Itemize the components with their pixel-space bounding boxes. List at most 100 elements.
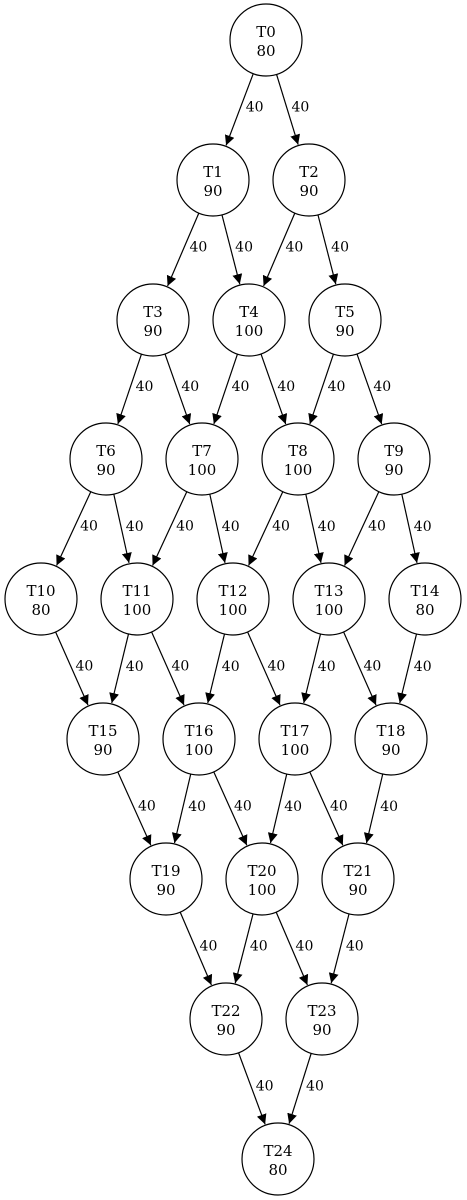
edge-T11-T16: 40 (151, 631, 189, 706)
edge-arrow (56, 491, 92, 566)
edge-arrow (397, 633, 418, 704)
edge-T14-T18: 40 (397, 633, 432, 704)
node-weight: 100 (284, 461, 313, 479)
node-circle (258, 702, 332, 776)
edge-T12-T17: 40 (247, 631, 285, 706)
edge-T2-T5: 40 (317, 214, 349, 285)
node-weight: 100 (123, 601, 152, 619)
edge-arrow (317, 214, 339, 285)
node-weight: 80 (256, 42, 275, 60)
edge-arrow (275, 911, 309, 986)
node-weight: 90 (216, 1021, 235, 1039)
node-name: T10 (26, 582, 55, 600)
node-name: T24 (263, 1142, 292, 1160)
node-name: T1 (203, 163, 223, 181)
edge-T0-T2: 40 (275, 74, 309, 145)
edge-arrow (237, 1052, 267, 1125)
edge-label: 40 (250, 939, 268, 955)
edge-T6-T10: 40 (56, 491, 98, 566)
node-name: T14 (410, 582, 439, 600)
node-weight: 100 (315, 601, 344, 619)
edge-T0-T1: 40 (224, 73, 264, 146)
edge-T17-T21: 40 (309, 771, 348, 846)
edge-arrow (301, 633, 322, 704)
node-name: T11 (122, 582, 151, 600)
edge-label: 40 (306, 1079, 324, 1095)
node-name: T2 (299, 163, 319, 181)
edge-T16-T19: 40 (171, 773, 206, 844)
edge-T7-T12: 40 (209, 494, 240, 564)
node-weight: 100 (235, 322, 264, 340)
node-name: T4 (239, 303, 259, 321)
edge-label: 40 (414, 659, 432, 675)
edge-arrow (267, 773, 288, 844)
node-weight: 90 (384, 461, 403, 479)
node-circle (100, 562, 174, 636)
edge-label: 40 (318, 519, 336, 535)
node-name: T18 (376, 722, 405, 740)
edge-arrow (151, 631, 185, 706)
edge-T17-T20: 40 (267, 773, 302, 844)
edge-T15-T19: 40 (117, 771, 156, 846)
node-circle (285, 982, 359, 1056)
node-name: T9 (384, 442, 404, 460)
edge-T7-T11: 40 (152, 491, 194, 566)
edge-label: 40 (126, 519, 144, 535)
node-circle (357, 422, 431, 496)
edge-T13-T17: 40 (301, 633, 336, 704)
edge-label: 40 (256, 1079, 274, 1095)
edge-arrow (260, 353, 288, 425)
edge-T10-T15: 40 (55, 631, 93, 706)
edge-label: 40 (373, 379, 391, 395)
node-weight: 100 (188, 461, 217, 479)
edge-arrow (164, 353, 192, 425)
edge-arrow (309, 771, 344, 846)
edge-label: 40 (126, 659, 144, 675)
node-circle (69, 422, 143, 496)
edge-label: 40 (188, 799, 206, 815)
node-weight: 80 (268, 1161, 287, 1179)
edge-label: 40 (80, 519, 98, 535)
node-weight: 90 (381, 741, 400, 759)
edge-arrow (166, 212, 200, 287)
node-circle (129, 842, 203, 916)
node-name: T23 (307, 1002, 336, 1020)
node-weight: 100 (248, 881, 277, 899)
node-name: T5 (335, 303, 355, 321)
edge-arrow (221, 214, 243, 285)
node-circle (308, 283, 382, 357)
node-weight: 90 (93, 741, 112, 759)
edge-T8-T13: 40 (305, 494, 336, 564)
edge-label: 40 (368, 519, 386, 535)
nodes-layer: T080T190T290T390T4100T590T690T7100T8100T… (4, 3, 462, 1196)
edge-T18-T21: 40 (363, 773, 398, 844)
node-name: T12 (218, 582, 247, 600)
edge-T1-T4: 40 (221, 214, 253, 285)
node-weight: 100 (219, 601, 248, 619)
node-name: T6 (96, 442, 116, 460)
edge-label: 40 (284, 799, 302, 815)
edge-arrow (248, 491, 284, 566)
node-name: T20 (247, 862, 276, 880)
node-name: T8 (288, 442, 308, 460)
edge-T4-T7: 40 (212, 353, 249, 425)
edge-label: 40 (318, 659, 336, 675)
node-name: T15 (88, 722, 117, 740)
node-name: T19 (151, 862, 180, 880)
node-circle (261, 422, 335, 496)
